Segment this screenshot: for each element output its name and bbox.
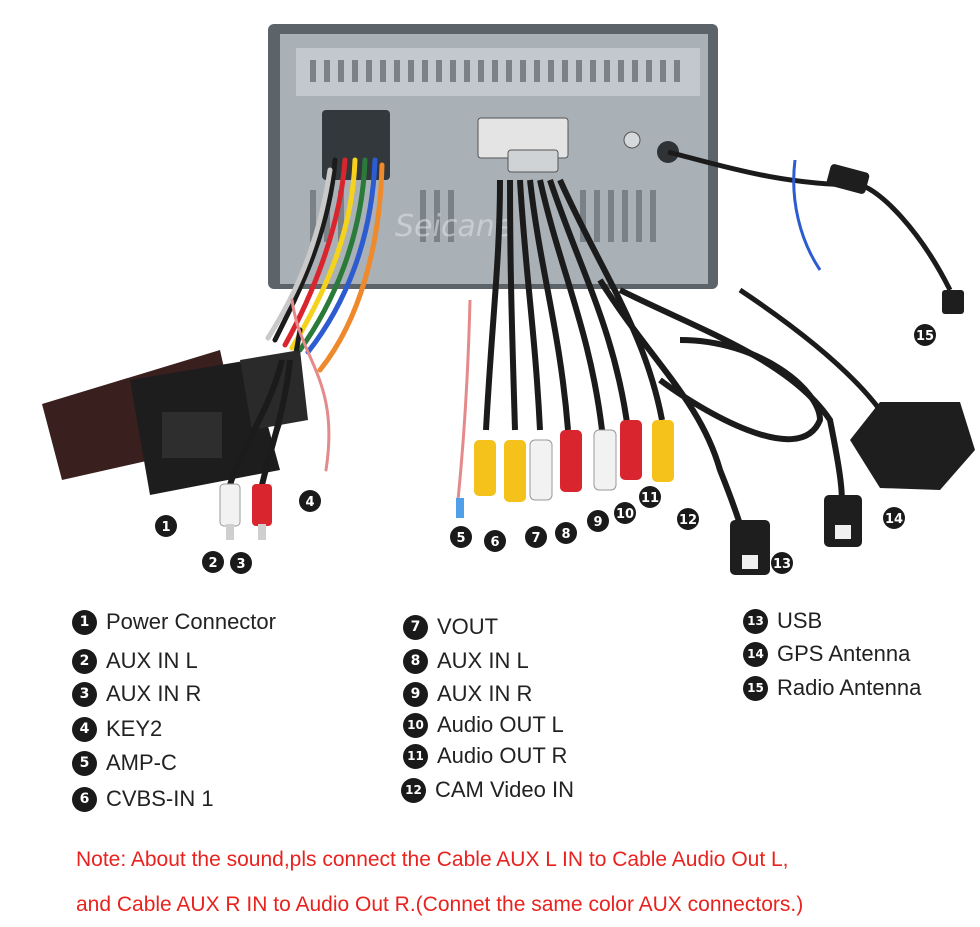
head-unit — [268, 24, 718, 289]
legend-number: 12 — [401, 777, 426, 803]
legend-number: 14 — [743, 641, 768, 667]
legend-item-7: 7 VOUT — [403, 612, 498, 642]
legend-label: KEY2 — [106, 716, 163, 741]
callout-5: 5 — [450, 526, 472, 548]
legend-label: AMP-C — [106, 750, 177, 775]
svg-text:10: 10 — [616, 507, 634, 522]
legend-number: 9 — [403, 681, 428, 707]
svg-text:9: 9 — [593, 515, 602, 530]
legend-label: Power Connector — [106, 609, 276, 634]
aux-in-plugs — [219, 359, 293, 540]
callout-4: 4 — [299, 490, 321, 512]
legend-item-1: 1 Power Connector — [72, 607, 276, 637]
legend-item-9: 9 AUX IN R — [403, 679, 532, 709]
legend-label: Audio OUT R — [437, 743, 568, 768]
legend-number: 6 — [72, 786, 97, 812]
legend-number: 11 — [403, 743, 428, 769]
watermark: Seicane — [395, 209, 513, 244]
legend-number: 5 — [72, 750, 97, 776]
legend-label: VOUT — [437, 614, 499, 639]
gps-antenna — [738, 287, 975, 490]
rca-connectors — [456, 420, 674, 518]
legend-label: AUX IN L — [106, 648, 198, 673]
callout-1: 1 — [155, 515, 177, 537]
usb-plugs — [730, 495, 862, 575]
svg-text:6: 6 — [490, 535, 499, 550]
legend-number: 13 — [743, 608, 768, 634]
legend-number: 10 — [403, 712, 428, 738]
legend-item-13: 13 USB — [743, 606, 822, 636]
note-line-2: and Cable AUX R IN to Audio Out R.(Conne… — [76, 893, 804, 916]
legend-number: 8 — [403, 648, 428, 674]
legend-label: Audio OUT L — [437, 712, 564, 737]
legend-label: USB — [777, 608, 823, 633]
svg-text:4: 4 — [305, 495, 314, 510]
legend-item-6: 6 CVBS-IN 1 — [72, 784, 214, 814]
legend-label: GPS Antenna — [777, 641, 911, 666]
legend-number: 7 — [403, 614, 428, 640]
legend-item-14: 14 GPS Antenna — [743, 639, 910, 669]
svg-text:2: 2 — [208, 556, 217, 571]
legend-item-3: 3 AUX IN R — [72, 679, 201, 709]
legend-label: AUX IN R — [106, 681, 202, 706]
legend-number: 2 — [72, 648, 97, 674]
svg-text:11: 11 — [641, 491, 659, 506]
callout-markers: 1 2 3 4 5 6 7 8 9 10 11 12 13 14 15 — [155, 324, 936, 574]
legend-label: CAM Video IN — [435, 777, 574, 802]
callout-7: 7 — [525, 526, 547, 548]
note-line-1: Note: About the sound,pls connect the Ca… — [76, 848, 789, 871]
svg-text:8: 8 — [561, 527, 570, 542]
legend-number: 4 — [72, 716, 97, 742]
legend-label: AUX IN R — [437, 681, 533, 706]
legend-item-8: 8 AUX IN L — [403, 646, 529, 676]
callout-6: 6 — [484, 530, 506, 552]
callout-10: 10 — [614, 502, 636, 524]
power-harness-wires — [259, 157, 385, 473]
callout-15: 15 — [914, 324, 936, 346]
svg-text:12: 12 — [679, 513, 697, 528]
wiring-photo: Seicane — [42, 24, 975, 575]
radio-antenna — [667, 149, 964, 314]
legend-item-2: 2 AUX IN L — [72, 646, 198, 676]
legend-number: 15 — [743, 675, 768, 701]
power-connector — [42, 350, 308, 495]
callout-13: 13 — [771, 552, 793, 574]
legend-number: 3 — [72, 681, 97, 707]
legend-item-11: 11 Audio OUT R — [403, 741, 567, 771]
callout-11: 11 — [639, 486, 661, 508]
legend-number: 1 — [72, 609, 97, 635]
legend-item-5: 5 AMP-C — [72, 748, 177, 778]
callout-3: 3 — [230, 552, 252, 574]
rca-breakout-wires — [456, 178, 665, 501]
svg-text:5: 5 — [456, 531, 465, 546]
legend-item-10: 10 Audio OUT L — [403, 710, 564, 740]
legend-item-12: 12 CAM Video IN — [401, 775, 574, 805]
legend-label: AUX IN L — [437, 648, 529, 673]
callout-12: 12 — [677, 508, 699, 530]
svg-text:7: 7 — [531, 531, 540, 546]
callout-2: 2 — [202, 551, 224, 573]
callout-9: 9 — [587, 510, 609, 532]
svg-text:3: 3 — [236, 557, 245, 572]
svg-text:15: 15 — [916, 329, 934, 344]
legend-item-4: 4 KEY2 — [72, 714, 162, 744]
legend-item-15: 15 Radio Antenna — [743, 673, 921, 703]
svg-text:14: 14 — [885, 512, 903, 527]
legend-label: Radio Antenna — [777, 675, 922, 700]
callout-8: 8 — [555, 522, 577, 544]
svg-text:13: 13 — [773, 557, 791, 572]
legend-label: CVBS-IN 1 — [106, 786, 214, 811]
svg-text:1: 1 — [161, 520, 170, 535]
callout-14: 14 — [883, 507, 905, 529]
